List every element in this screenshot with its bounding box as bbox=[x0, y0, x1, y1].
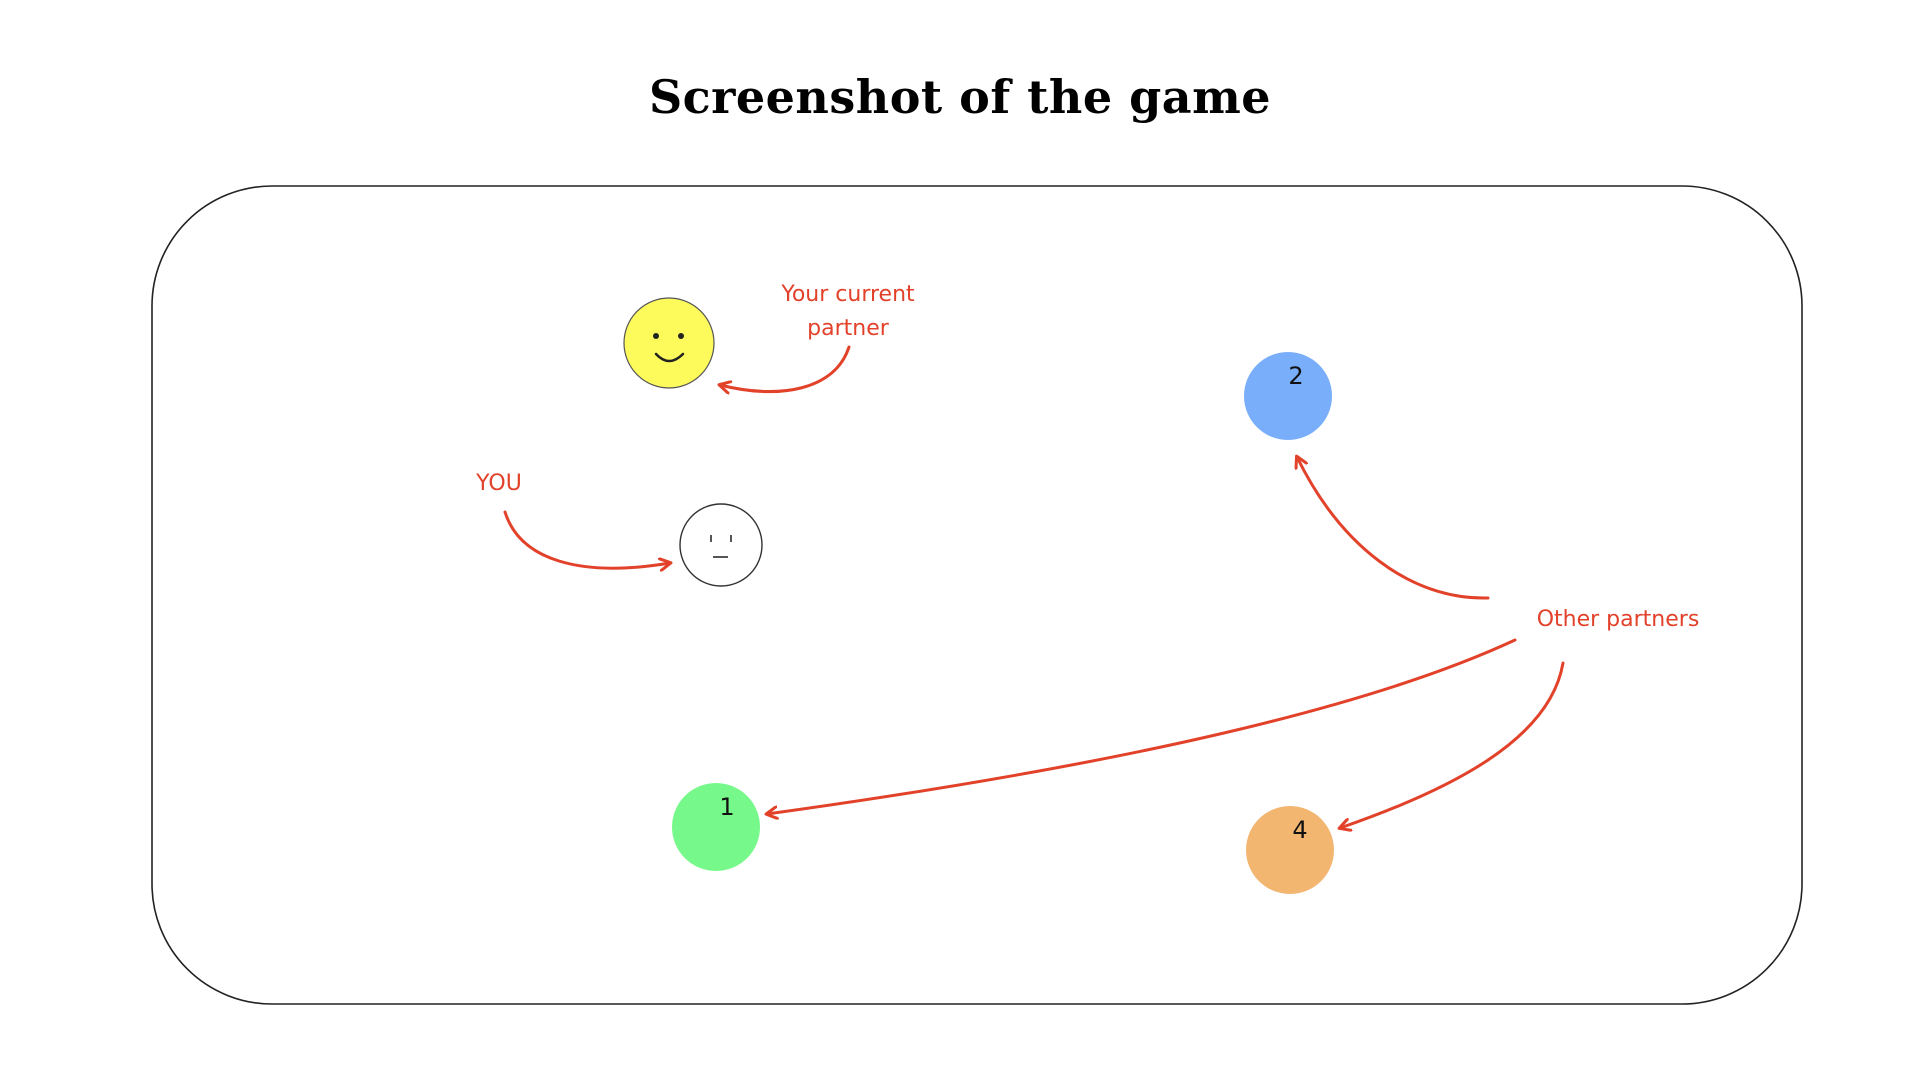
partner-number-label: 2 bbox=[1288, 362, 1303, 390]
neutral-face-icon bbox=[710, 535, 732, 558]
other-partners-label: Other partners bbox=[1537, 607, 1700, 632]
current-partner-label-line1: Your current bbox=[780, 282, 915, 307]
you-player bbox=[679, 503, 763, 587]
partner-2-player: 2 bbox=[1244, 352, 1332, 440]
page-title: Screenshot of the game bbox=[648, 70, 1272, 124]
you-arrow bbox=[503, 510, 670, 568]
you-label: YOU bbox=[475, 471, 522, 496]
partner-number-label: 4 bbox=[1292, 816, 1307, 844]
partner-1-player: 1 bbox=[672, 783, 760, 871]
current-partner-arrow bbox=[720, 345, 851, 392]
game-screen-frame bbox=[151, 185, 1803, 1005]
partner-number-label: 1 bbox=[719, 793, 734, 821]
partner-1-arrow bbox=[767, 638, 1517, 814]
current-partner-label-line2: partner bbox=[807, 316, 890, 341]
partner-2-arrow bbox=[1297, 457, 1490, 600]
partner-4-player: 4 bbox=[1246, 806, 1334, 894]
smiley-face-icon bbox=[653, 333, 685, 363]
partner-4-arrow bbox=[1340, 661, 1565, 828]
current-partner-player bbox=[623, 297, 715, 389]
